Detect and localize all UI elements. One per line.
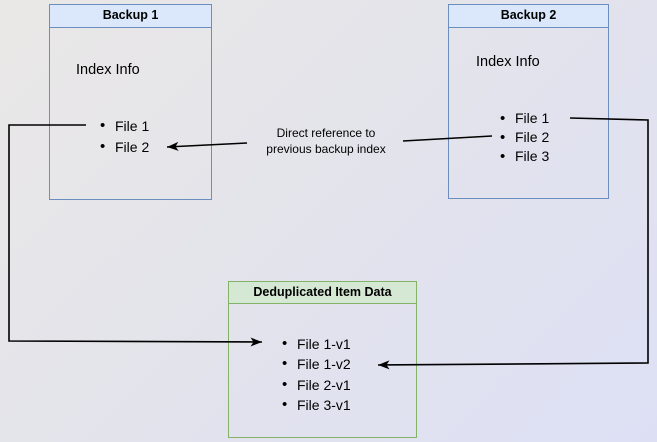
list-item: File 1 (100, 116, 149, 137)
list-item: File 1-v1 (282, 334, 351, 355)
list-item: File 3-v1 (282, 395, 351, 416)
dedup-file-list: File 1-v1 File 1-v2 File 2-v1 File 3-v1 (282, 334, 351, 415)
list-item: File 3 (500, 147, 549, 166)
deduplicated-item-data-node: Deduplicated Item Data File 1-v1 File 1-… (228, 281, 417, 438)
list-item: File 2 (500, 128, 549, 147)
backup2-title: Backup 2 (449, 5, 608, 28)
backup1-title: Backup 1 (50, 5, 211, 28)
backup2-subtitle: Index Info (476, 54, 540, 70)
backup1-file-list: File 1 File 2 (100, 116, 149, 157)
list-item: File 2 (100, 137, 149, 158)
direct-reference-label-line1: Direct reference to (276, 126, 376, 140)
backup2-node: Backup 2 Index Info File 1 File 2 File 3 (448, 4, 609, 199)
backup2-file-list: File 1 File 2 File 3 (500, 109, 549, 166)
list-item: File 2-v1 (282, 375, 351, 396)
list-item: File 1 (500, 109, 549, 128)
direct-reference-label: Direct reference to previous backup inde… (245, 125, 407, 157)
direct-reference-label-line2: previous backup index (266, 142, 386, 156)
dedup-title: Deduplicated Item Data (229, 282, 416, 304)
backup1-subtitle: Index Info (76, 62, 140, 78)
backup1-node: Backup 1 Index Info File 1 File 2 (49, 4, 212, 200)
list-item: File 1-v2 (282, 354, 351, 375)
